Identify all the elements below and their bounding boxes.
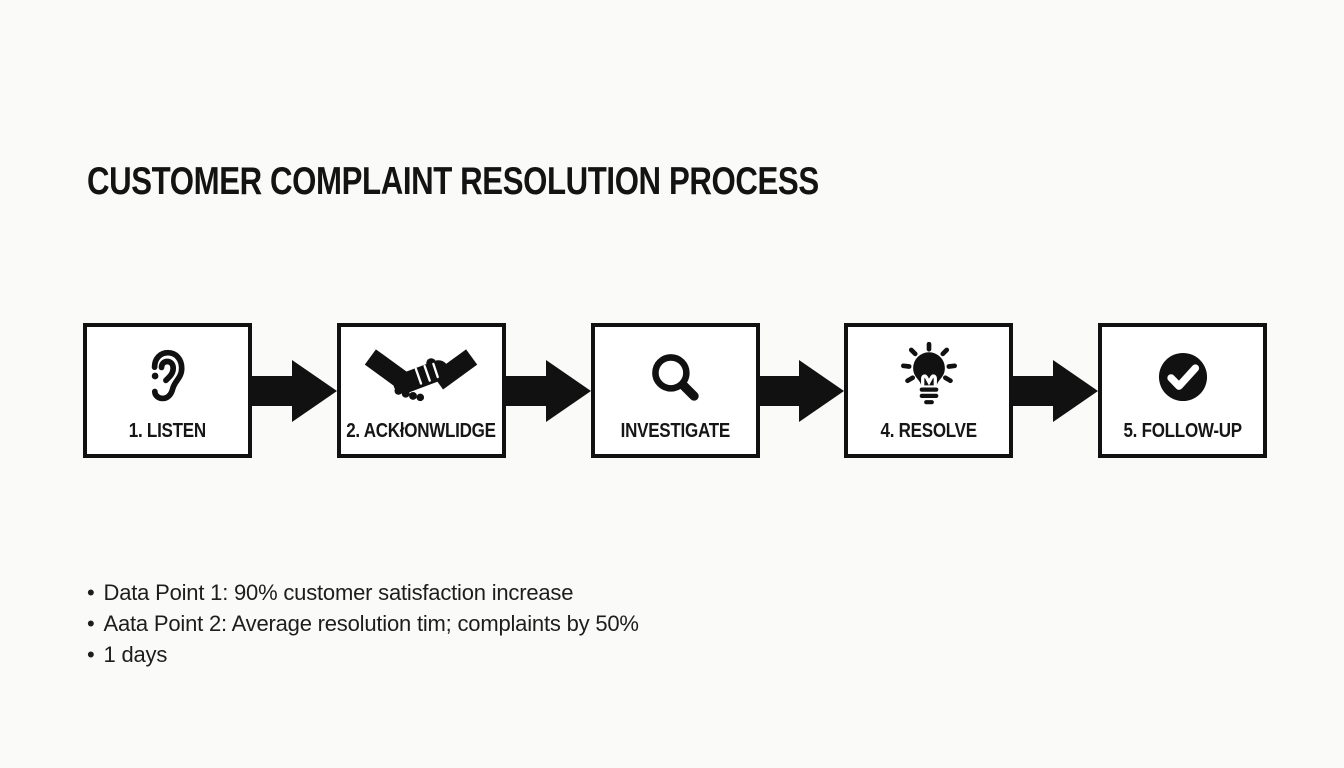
data-point-1: Data Point 1: 90% customer satisfaction … bbox=[87, 577, 639, 608]
arrow-right-icon bbox=[505, 323, 591, 458]
magnifying-glass-icon bbox=[595, 327, 756, 420]
process-flow: 1. LISTEN bbox=[83, 323, 1267, 458]
step-box-listen: 1. LISTEN bbox=[83, 323, 252, 458]
handshake-icon bbox=[341, 327, 502, 420]
arrow-right-icon bbox=[252, 323, 337, 458]
step-box-investigate: INVESTIGATE bbox=[590, 323, 760, 458]
step-label: 1. LISTEN bbox=[128, 420, 207, 442]
step-label: 5. FOLLOW-UP bbox=[1123, 420, 1242, 442]
data-point-2: Aata Point 2: Average resolution tim; co… bbox=[87, 608, 639, 639]
check-circle-icon bbox=[1102, 327, 1263, 420]
data-points-list: Data Point 1: 90% customer satisfaction … bbox=[87, 577, 639, 670]
ear-icon bbox=[87, 327, 248, 420]
step-box-acknowledge: 2. ACKłONWLIDGE bbox=[336, 323, 506, 458]
data-point-3: 1 days bbox=[87, 639, 639, 670]
page-title: CUSTOMER COMPLAINT RESOLUTION PROCESS bbox=[87, 160, 819, 203]
step-box-follow-up: 5. FOLLOW-UP bbox=[1098, 323, 1267, 458]
arrow-right-icon bbox=[759, 323, 845, 458]
step-box-resolve: 4. RESOLVE bbox=[844, 323, 1014, 458]
arrow-right-icon bbox=[1013, 323, 1098, 458]
step-label: INVESTIGATE bbox=[620, 420, 730, 442]
step-label: 4. RESOLVE bbox=[880, 420, 978, 442]
step-label: 2. ACKłONWLIDGE bbox=[346, 420, 497, 442]
lightbulb-icon bbox=[848, 327, 1009, 420]
